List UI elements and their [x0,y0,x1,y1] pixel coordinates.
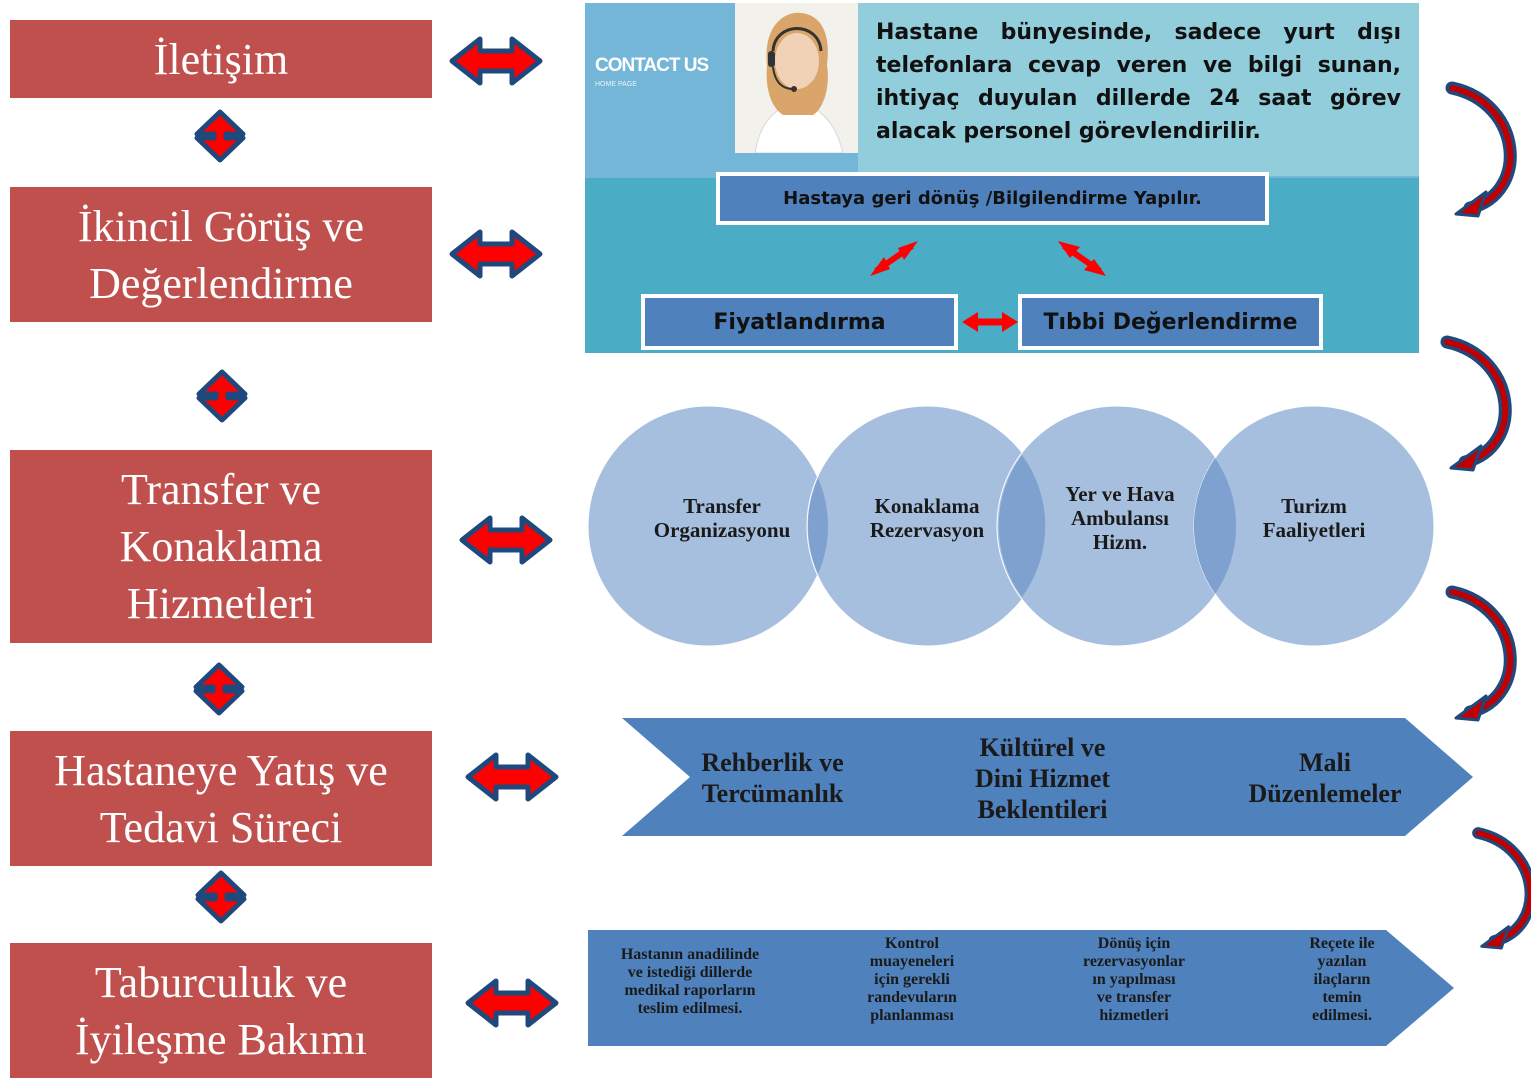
feedback-box: Hastaya geri dönüş /Bilgilendirme Yapılı… [716,172,1269,225]
venn-label-tourism: Turizm Faaliyetleri [1262,494,1366,542]
stage-communication: İletişim [10,20,432,98]
chevron-step [900,718,1252,836]
stage-transfer-accommodation: Transfer ve Konaklama Hizmetleri [10,450,432,643]
chevron-label-guidance: Rehberlik ve Tercümanlık [701,748,844,808]
chevron-step [1000,930,1300,1046]
chevron-step [1222,930,1454,1046]
chevron-step [782,930,1078,1046]
stage-discharge-recovery: Taburculuk ve İyileşme Bakımı [10,943,432,1078]
chevron-step [1175,718,1473,836]
discharge-label-prescription: Reçete ile yazılan ilaçların temin edilm… [1309,935,1375,1024]
chevron-step [588,930,860,1046]
home-page-caption: HOME PAGE [595,81,637,88]
stage-second-opinion: İkincil Görüş ve Değerlendirme [10,187,432,322]
call-center-operator-icon [735,3,860,153]
chevron-label-financial: Mali Düzenlemeler [1248,748,1402,808]
info-text: Hastane bünyesinde, sadece yurt dışı tel… [858,3,1419,176]
discharge-label-return: Dönüş için rezervasyonlar ın yapılması v… [1083,935,1185,1024]
venn-label-transfer: Transfer Organizasyonu [653,494,791,542]
discharge-label-reports: Hastanın anadilinde ve istediği dillerde… [620,946,760,1017]
discharge-label-appointments: Kontrol muayeneleri için gerekli randevu… [867,935,957,1024]
stage-admission-treatment: Hastaneye Yatış ve Tedavi Süreci [10,731,432,866]
venn-label-ambulance: Yer ve Hava Ambulansı Hizm. [1065,482,1175,554]
chevron-label-cultural: Kültürel ve Dini Hizmet Beklentileri [974,733,1111,824]
pricing-box: Fiyatlandırma [641,294,958,350]
chevron-step [622,718,974,836]
venn-label-accommodation: Konaklama Rezervasyon [869,494,985,542]
medical-evaluation-box: Tıbbi Değerlendirme [1018,294,1323,350]
contact-us-heading: CONTACT US [595,55,709,76]
